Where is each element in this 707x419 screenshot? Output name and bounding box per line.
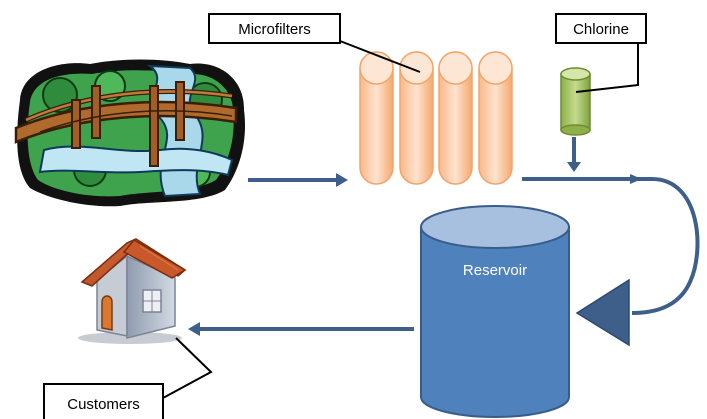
chlorine-label: Chlorine [573,21,629,38]
flow-arrow-filters-to-reservoir [522,174,700,347]
flow-arrow-chlorine-dose [567,137,581,172]
river-bridge-icon [14,59,246,207]
house-icon [78,238,187,344]
microfilters-label-box [208,13,341,44]
filter-cylinders-icon [359,51,513,185]
customers-label-box [43,383,164,419]
filter-cylinder [359,51,394,185]
filter-cylinder [478,51,513,185]
reservoir-tank-icon: Reservoir [420,205,570,418]
reservoir-label: Reservoir [463,262,527,279]
flow-arrow-reservoir-to-customers [188,322,414,336]
customers-callout: Customers [43,337,213,419]
filter-cylinder [438,51,473,185]
microfilters-leader-line [339,40,421,73]
customers-label: Customers [67,396,140,413]
microfilters-label: Microfilters [238,21,311,38]
chlorine-label-box [555,13,647,44]
customers-leader-line [162,337,213,399]
chlorine-callout: Chlorine [555,13,647,93]
chlorine-canister-icon [560,67,591,136]
flow-arrow-river-to-filters [248,173,348,187]
chlorine-leader-line [575,43,639,93]
microfilters-callout: Microfilters [208,13,421,73]
filter-cylinder [399,51,434,185]
flow-arrows [188,137,700,347]
